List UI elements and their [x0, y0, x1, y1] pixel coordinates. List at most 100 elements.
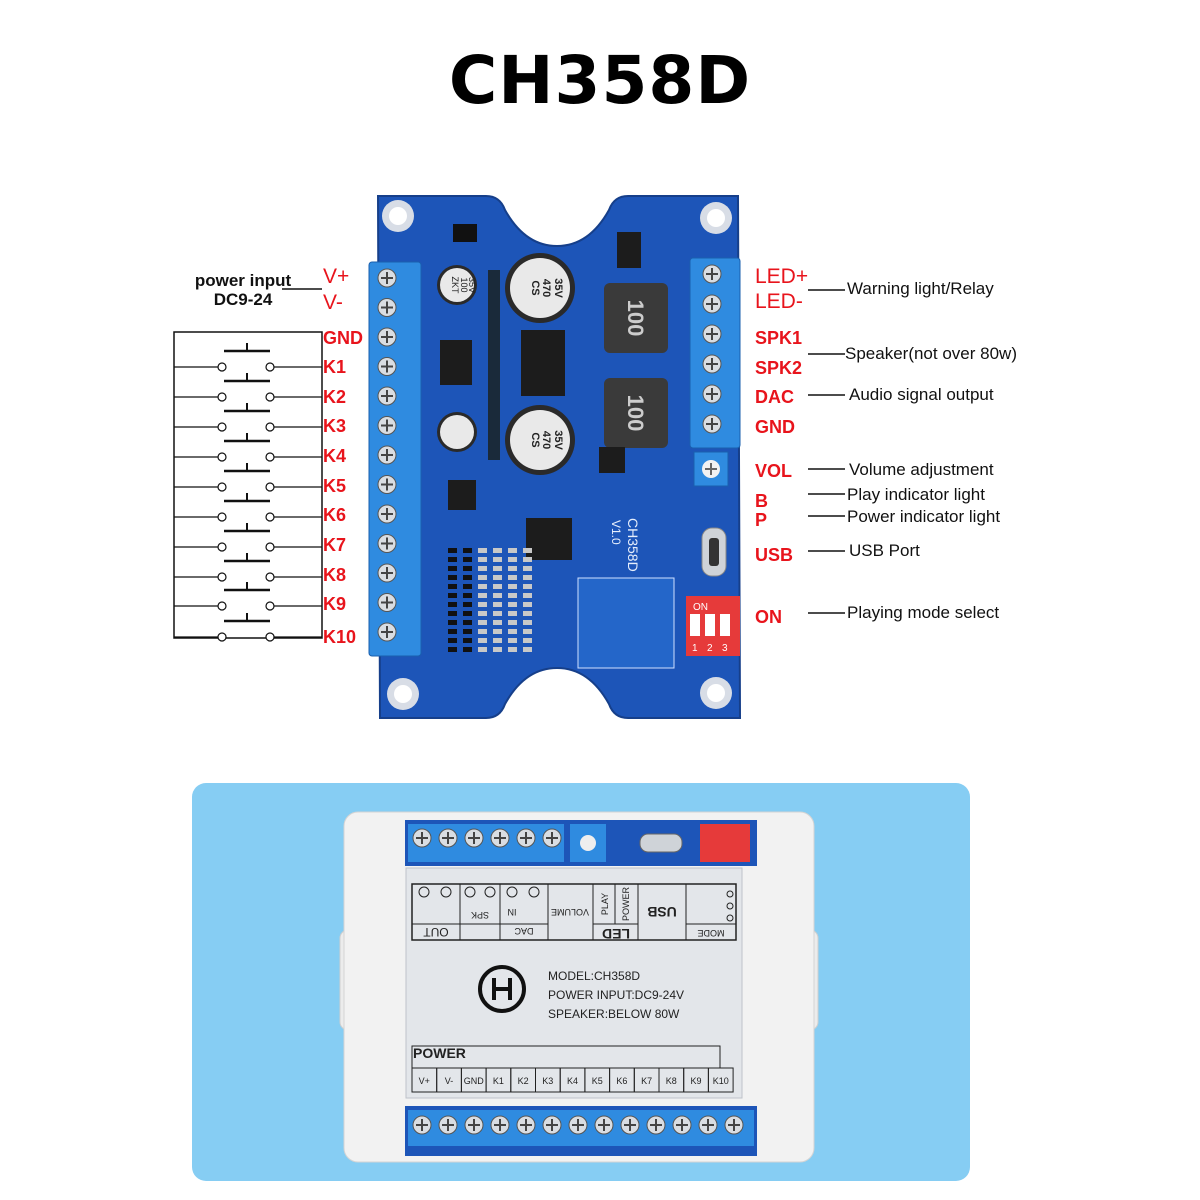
smd-component [523, 620, 532, 625]
case-pin-label: V- [445, 1076, 454, 1086]
board-version: V1.0 [609, 520, 623, 545]
pin-label-gnd: GND [323, 328, 363, 348]
smd-component [508, 584, 517, 589]
push-button-symbol [174, 373, 322, 402]
case-model: MODEL:CH358D [548, 969, 640, 983]
terminal-screw [412, 828, 432, 848]
smd-component [463, 548, 472, 553]
push-button-symbol [174, 493, 322, 522]
mode-marker [726, 890, 734, 898]
terminal-screw [702, 324, 722, 344]
smd-component [523, 611, 532, 616]
pin-label-vplus: V+ [323, 265, 349, 288]
ic-chip [521, 330, 565, 396]
terminal-screw [377, 298, 397, 317]
smd-component [523, 557, 532, 562]
smd-component [463, 602, 472, 607]
smd-component [478, 557, 487, 562]
terminal-screw [698, 1115, 718, 1135]
label-out: OUT [423, 925, 449, 939]
push-button-symbol [174, 613, 322, 642]
smd-component [478, 638, 487, 643]
smd-component [493, 647, 502, 652]
smd-component [463, 611, 472, 616]
smd-component [508, 602, 517, 607]
terminal-screw [490, 1115, 510, 1135]
terminal-screw [377, 622, 397, 642]
capacitor: CS 470 35V [505, 253, 575, 323]
case-pin-label: K2 [518, 1076, 529, 1086]
desc-usb-port: USB Port [849, 541, 920, 560]
terminal-screw [377, 327, 397, 347]
smd-component [463, 593, 472, 598]
pin-label-b: B [755, 491, 768, 511]
pcb-board: CS 470 35V CS 470 35V ZKT 100 35V 100 [368, 195, 742, 719]
smd-component [493, 566, 502, 571]
smd-component [523, 602, 532, 607]
svg-text:3: 3 [722, 643, 728, 654]
case-pin-label: K3 [542, 1076, 553, 1086]
case-pin-label: K6 [616, 1076, 627, 1086]
smd-component [463, 629, 472, 634]
smd-component [448, 602, 457, 607]
smd-component [463, 584, 472, 589]
transistor [453, 224, 477, 242]
desc-speaker: Speaker(not over 80w) [845, 344, 1017, 363]
terminal-screw [620, 1115, 640, 1135]
smd-component [508, 611, 517, 616]
smd-component [508, 629, 517, 634]
smd-component [493, 602, 502, 607]
regulator [440, 340, 472, 385]
smd-component [493, 620, 502, 625]
svg-text:470: 470 [540, 431, 552, 449]
mounting-hole [700, 677, 732, 709]
smd-component [508, 638, 517, 643]
terminal-marker [464, 886, 476, 898]
terminal-screw [377, 268, 397, 288]
case-pin-label: V+ [419, 1076, 430, 1086]
smd-component [478, 584, 487, 589]
smd-component [508, 575, 517, 580]
smd-component [448, 638, 457, 643]
svg-text:100: 100 [623, 395, 648, 432]
smd-component [463, 575, 472, 580]
push-button-symbol [174, 463, 322, 492]
terminal-screw [516, 828, 536, 848]
smd-component [448, 647, 457, 652]
smd-component [478, 611, 487, 616]
small-capacitor [437, 412, 477, 452]
svg-text:470: 470 [540, 279, 552, 297]
label-play: PLAY [600, 893, 610, 915]
desc-audio-output: Audio signal output [849, 385, 994, 404]
smd-component [523, 638, 532, 643]
smd-component [478, 602, 487, 607]
label-spk: SPK [471, 910, 489, 920]
push-button-symbol [174, 403, 322, 432]
right-terminal-block [689, 257, 741, 449]
terminal-screw [542, 828, 562, 848]
terminal-marker [418, 886, 430, 898]
usb-port [701, 527, 727, 577]
svg-text:CS: CS [529, 280, 541, 295]
pin-label-vol: VOL [755, 461, 792, 481]
inductor: 100 [604, 283, 668, 353]
case-pin-label: K1 [493, 1076, 504, 1086]
desc-volume: Volume adjustment [849, 460, 994, 479]
brand-logo [478, 965, 526, 1013]
enclosure: OUT SPK DAC IN VOLUME PLAY POWER LED USB… [339, 811, 819, 1163]
svg-text:35V: 35V [552, 278, 564, 298]
label-dac: DAC [514, 926, 534, 936]
label-volume: VOLUME [551, 907, 589, 917]
smd-component [448, 611, 457, 616]
pin-label-vminus: V- [323, 291, 343, 314]
smd-component [478, 548, 487, 553]
terminal-screw [377, 593, 397, 612]
label-power-led: POWER [621, 887, 631, 922]
regulator [617, 232, 641, 268]
terminal-screw [702, 294, 722, 314]
pin-label-k3: K3 [323, 416, 346, 436]
svg-text:100: 100 [459, 277, 469, 292]
smd-component [508, 593, 517, 598]
terminal-screw [377, 563, 397, 583]
terminal-screw [377, 445, 397, 465]
